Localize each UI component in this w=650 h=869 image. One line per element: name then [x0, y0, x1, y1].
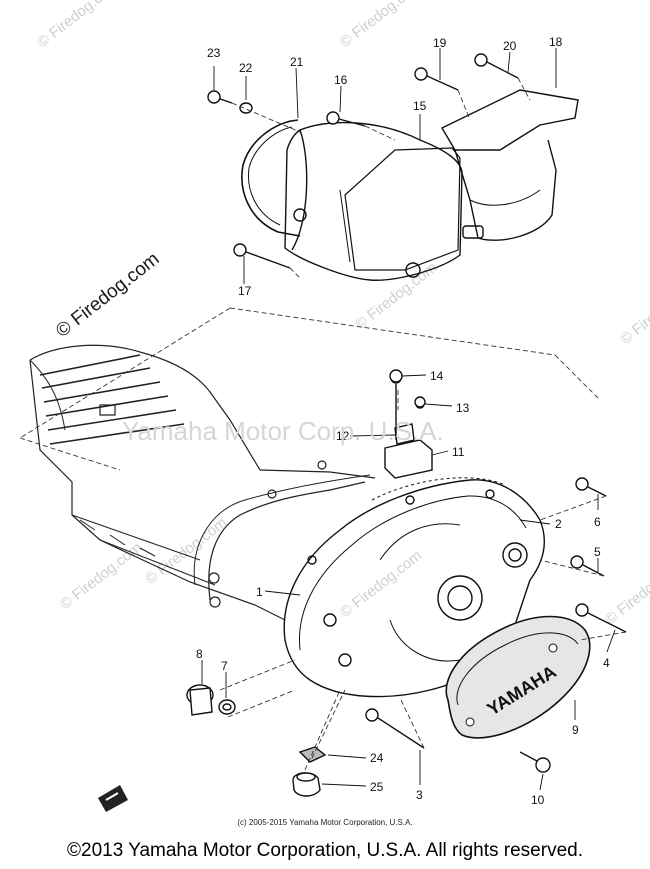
- callout-7: 7: [221, 659, 228, 673]
- callout-15: 15: [413, 99, 427, 113]
- callout-leaders: [201, 48, 616, 791]
- watermark-firedog: © Firedog.com: [602, 554, 650, 628]
- callout-11: 11: [452, 445, 465, 459]
- callout-17: 17: [238, 284, 252, 298]
- clip-and-grommet: [292, 746, 327, 797]
- watermark-firedog: © Firedog.com: [617, 274, 650, 348]
- side-cover-assembly: [241, 89, 579, 281]
- watermark-yamaha: Yamaha Motor Corp. U.S.A.: [122, 416, 444, 446]
- callout-1: 1: [256, 585, 263, 599]
- callout-6: 6: [594, 515, 601, 529]
- callout-12: 12: [336, 429, 350, 443]
- callout-8: 8: [196, 647, 203, 661]
- callout-3: 3: [416, 788, 423, 802]
- callout-13: 13: [456, 401, 470, 415]
- crankcase-cover: [283, 477, 545, 698]
- front-arrow-mark: [98, 785, 128, 812]
- callout-2: 2: [555, 517, 562, 531]
- callout-10: 10: [531, 793, 545, 807]
- bolts: [207, 53, 627, 773]
- callout-25: 25: [370, 780, 384, 794]
- watermark-firedog: © Firedog.com: [34, 0, 122, 51]
- callout-20: 20: [503, 39, 517, 53]
- callout-22: 22: [239, 61, 253, 75]
- copyright-notice: ©2013 Yamaha Motor Corporation, U.S.A. A…: [67, 840, 583, 861]
- callout-18: 18: [549, 35, 563, 49]
- drain-plug: [186, 684, 236, 716]
- watermark-firedog-side: © Firedog.com: [52, 249, 163, 342]
- watermark-firedog: © Firedog.com: [142, 514, 230, 588]
- callout-4: 4: [603, 656, 610, 670]
- callout-23: 23: [207, 46, 221, 60]
- bracket-assembly: [384, 372, 433, 479]
- diagram-credit: (c) 2005-2015 Yamaha Motor Corporation, …: [237, 818, 413, 827]
- callout-24: 24: [370, 751, 384, 765]
- callout-numbers: 23 22 21 16 19 20 18 15 17 14 13 12 11 1…: [196, 35, 610, 807]
- callout-9: 9: [572, 723, 579, 737]
- watermark-firedog: © Firedog.com: [57, 539, 145, 613]
- callout-5: 5: [594, 545, 601, 559]
- callout-16: 16: [334, 73, 348, 87]
- callout-14: 14: [430, 369, 444, 383]
- assembly-leader-lines: [19, 77, 627, 771]
- outer-cover: YAMAHA: [445, 615, 591, 739]
- callout-19: 19: [433, 36, 447, 50]
- engine-block-outline: [29, 344, 376, 621]
- callout-21: 21: [290, 55, 304, 69]
- watermark-firedog: © Firedog.com: [337, 0, 425, 51]
